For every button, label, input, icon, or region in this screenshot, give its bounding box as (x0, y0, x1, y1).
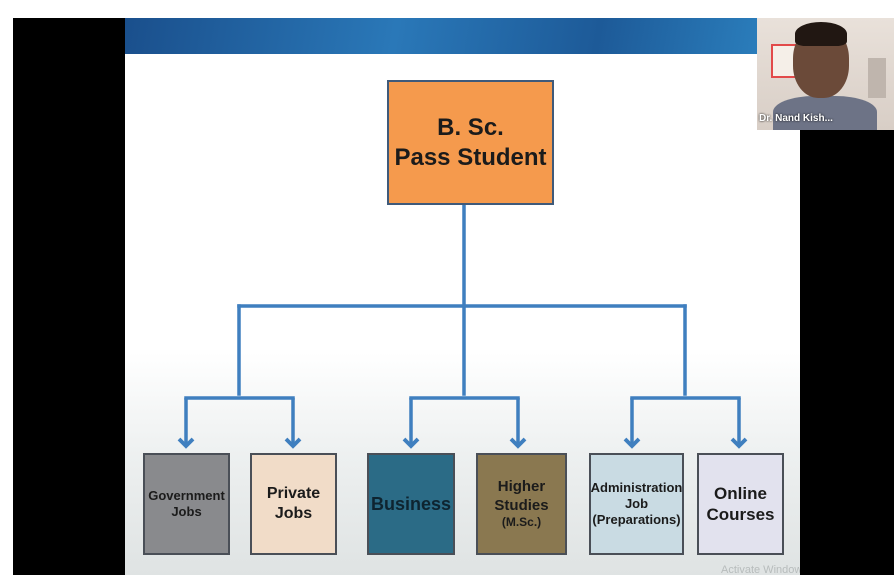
background-shelf (868, 58, 886, 98)
connector-lines (177, 203, 748, 449)
node-label: Job (624, 495, 649, 511)
letterbox-left (13, 18, 125, 575)
node-label: Courses (706, 505, 775, 524)
node-label: Private (266, 485, 321, 502)
node-label: Business (370, 493, 452, 514)
node-online-courses: Online Courses (697, 453, 784, 555)
node-private-jobs: Private Jobs (250, 453, 337, 555)
participant-video-tile[interactable]: Dr. Nand Kish... (757, 18, 894, 130)
node-label: Jobs (171, 504, 202, 519)
letterbox-right (800, 130, 894, 575)
root-node: B. Sc. Pass Student (387, 80, 554, 205)
node-sublabel: (M.Sc.) (501, 515, 542, 530)
node-label: Administration (590, 479, 683, 495)
participant-body (773, 96, 877, 130)
activation-watermark: Activate Windows (721, 564, 800, 575)
root-line-1: B. Sc. (437, 113, 504, 141)
participant-name-label: Dr. Nand Kish... (759, 113, 833, 124)
node-label: Jobs (274, 505, 313, 522)
node-government-jobs: Government Jobs (143, 453, 230, 555)
node-higher-studies: Higher Studies (M.Sc.) (476, 453, 567, 555)
participant-hair (795, 22, 847, 46)
node-label: Studies (494, 496, 549, 514)
node-label: Online (714, 483, 767, 503)
node-administration-job: Administration Job (Preparations) (589, 453, 684, 555)
slide-header-banner (125, 18, 800, 54)
presentation-slide: B. Sc. Pass Student Government Jobs Priv… (125, 18, 800, 575)
node-label: (Preparations) (592, 512, 681, 528)
node-label: Government (148, 487, 225, 503)
root-line-2: Pass Student (394, 143, 547, 171)
node-label: Higher (497, 477, 546, 495)
node-business: Business (367, 453, 455, 555)
